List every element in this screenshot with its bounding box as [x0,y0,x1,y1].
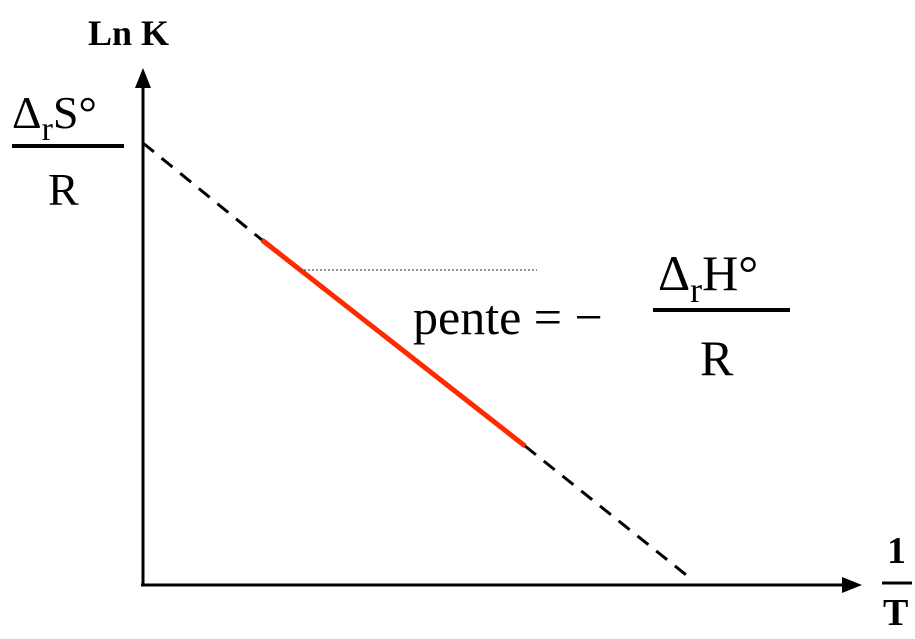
y-axis-label: Ln K [88,13,169,53]
slope-denominator: R [700,330,734,386]
intercept-symbol: S° [53,87,97,138]
slope-label: pente = − ΔrH° R [413,245,790,386]
slope-subscript: r [690,270,702,310]
intercept-label: ΔrS° R [12,87,124,215]
slope-symbol: H° [702,245,758,301]
x-axis-numerator: 1 [887,530,906,572]
intercept-denominator: R [48,164,79,215]
svg-text:ΔrH°: ΔrH° [658,245,758,310]
x-axis-denominator: T [883,592,908,634]
dashed-extrapolation-lower [524,444,691,580]
intercept-delta: Δ [12,87,42,138]
x-axis-arrowhead [842,577,862,593]
slope-prefix: pente = − [413,289,603,345]
dashed-extrapolation-upper [142,141,263,242]
slope-delta: Δ [658,245,690,301]
highlight-segment [260,238,527,448]
y-axis-arrowhead [135,68,151,88]
intercept-subscript: r [42,111,54,148]
svg-text:ΔrS°: ΔrS° [12,87,97,148]
x-axis-label: 1 T [882,530,912,634]
